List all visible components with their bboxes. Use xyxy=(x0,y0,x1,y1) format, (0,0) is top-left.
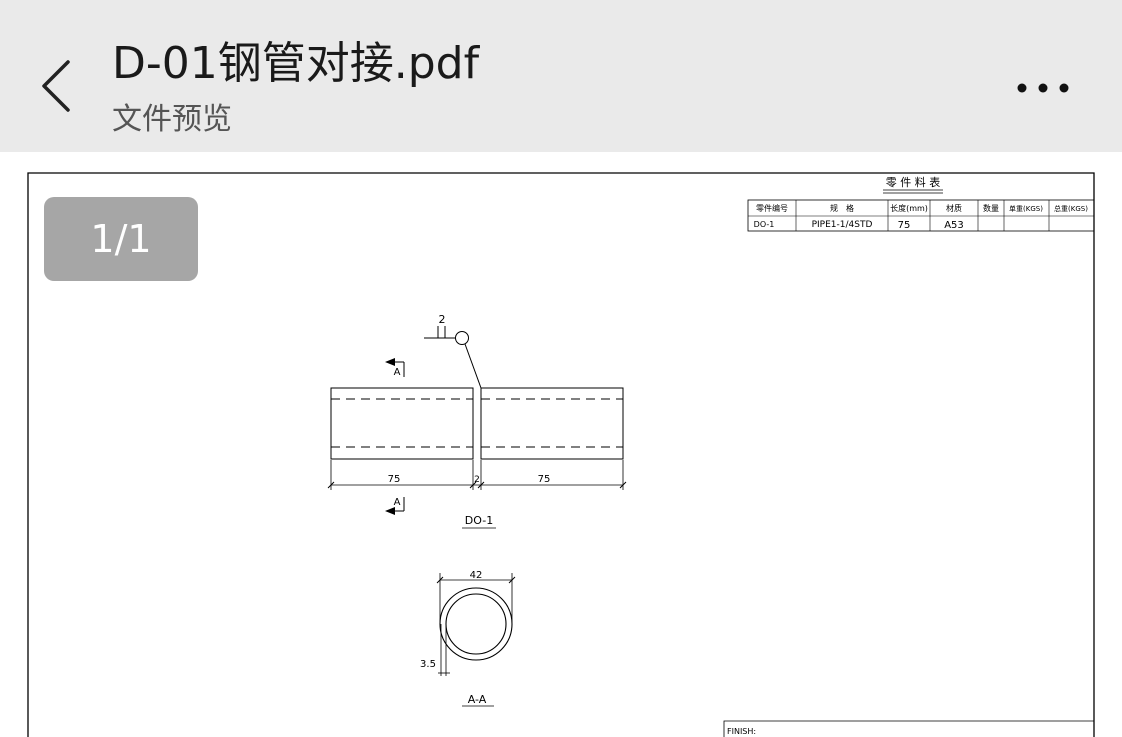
finish-label: FINISH: xyxy=(727,727,756,736)
table-header-length: 长度(mm) xyxy=(890,203,928,213)
pipe-left xyxy=(330,387,474,460)
chevron-left-icon xyxy=(42,60,70,112)
section-label-top: A xyxy=(394,367,401,378)
table-header-unit-weight: 单重(KGS) xyxy=(1009,204,1043,213)
weld-size-label: 2 xyxy=(439,313,446,326)
file-title: D-01钢管对接.pdf xyxy=(112,38,480,89)
top-bar: D-01钢管对接.pdf 文件预览 xyxy=(0,0,1122,152)
part-label: DO-1 xyxy=(465,514,493,527)
length-dimension: 75 2 75 xyxy=(327,460,627,490)
table-cell-material: A53 xyxy=(944,220,964,231)
table-header-total-weight: 总重(KGS) xyxy=(1054,204,1088,213)
section-view-label: A-A xyxy=(468,693,487,706)
section-marker-bottom: A xyxy=(385,497,405,515)
parts-table: 零 件 料 表 零件编号 规 格 长度(mm) 材质 数量 单重(KGS) 总重… xyxy=(747,175,1095,232)
diameter-label: 42 xyxy=(470,570,483,581)
section-marker-top: A xyxy=(385,358,405,378)
dim-right-label: 75 xyxy=(538,474,551,485)
weld-symbol: 2 xyxy=(424,313,482,389)
table-header-part-no: 零件编号 xyxy=(756,203,788,213)
table-header-spec: 规 格 xyxy=(830,203,854,213)
table-cell-spec: PIPE1-1/4STD xyxy=(812,220,873,230)
file-subtitle: 文件预览 xyxy=(112,102,232,137)
more-horizontal-icon xyxy=(1017,83,1069,93)
table-header-qty: 数量 xyxy=(983,203,999,213)
parts-table-title: 零 件 料 表 xyxy=(886,175,941,189)
dim-gap-label: 2 xyxy=(474,475,480,485)
table-header-material: 材质 xyxy=(946,203,962,213)
dim-left-label: 75 xyxy=(388,474,401,485)
section-label-bottom: A xyxy=(394,497,401,508)
section-view: 42 3.5 A-A xyxy=(420,570,516,707)
page-indicator: 1/1 xyxy=(44,197,198,281)
wall-thickness-label: 3.5 xyxy=(420,659,436,670)
more-button[interactable] xyxy=(1008,70,1078,106)
table-cell-part-no: DO-1 xyxy=(754,220,775,229)
table-cell-length: 75 xyxy=(898,220,911,231)
pipe-right xyxy=(480,387,624,460)
drawing-border xyxy=(27,172,1095,737)
back-button[interactable] xyxy=(34,54,82,118)
finish-box: FINISH: xyxy=(723,720,1094,737)
